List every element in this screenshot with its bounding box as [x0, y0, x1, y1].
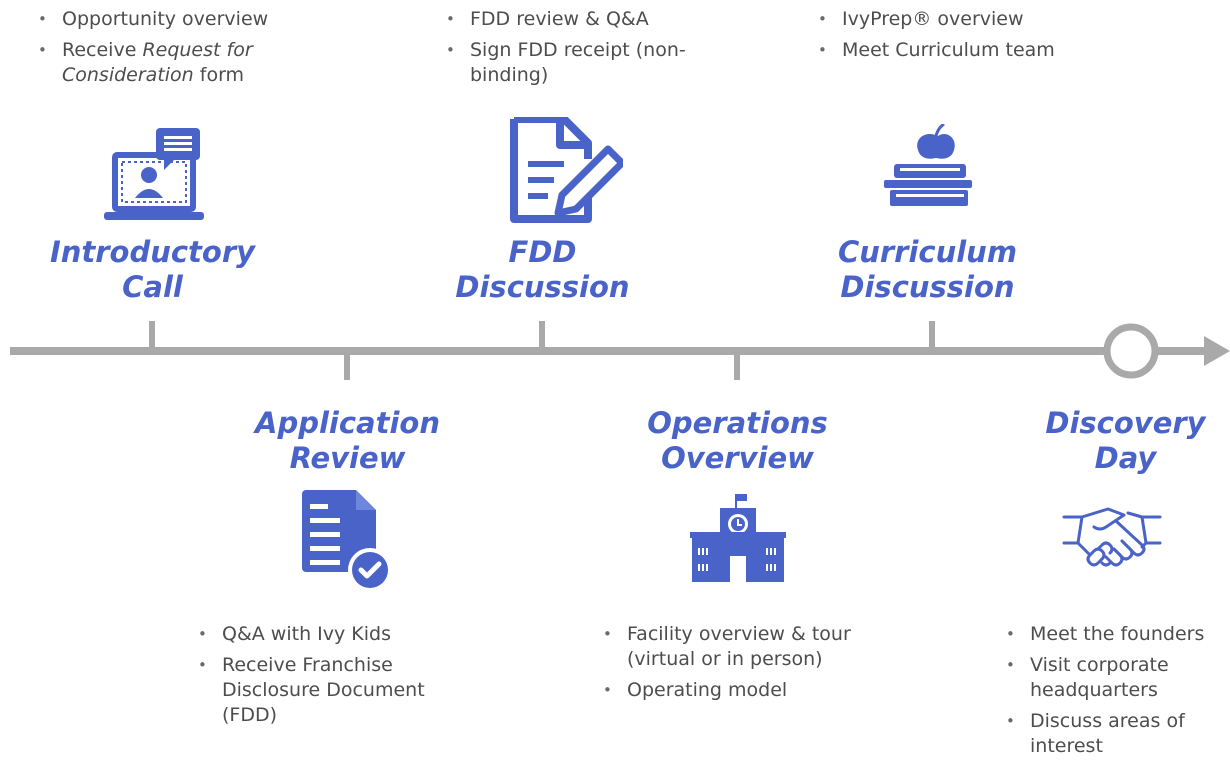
- bullet: Facility overview & tour (virtual or in …: [601, 622, 911, 672]
- bullet: Q&A with Ivy Kids: [196, 622, 476, 647]
- bullet: Receive Request for Consideration form: [36, 38, 336, 88]
- bullet: Opportunity overview: [36, 7, 336, 32]
- timeline-arrowhead: [1204, 336, 1230, 366]
- bullet: IvyPrep® overview: [816, 7, 1116, 32]
- video-call-icon: [104, 128, 214, 236]
- introductory-call-bullets: Opportunity overview Receive Request for…: [36, 7, 336, 94]
- bullet: Visit corporate headquarters: [1004, 653, 1230, 703]
- curriculum-discussion-bullets: IvyPrep® overview Meet Curriculum team: [816, 7, 1116, 69]
- bullet: Sign FDD receipt (non-binding): [444, 38, 694, 88]
- books-apple-icon: [880, 122, 976, 210]
- handshake-icon: [1062, 503, 1162, 579]
- bullet: Operating model: [601, 678, 911, 703]
- bullet: FDD review & Q&A: [444, 7, 694, 32]
- timeline-end-circle: [1103, 323, 1159, 379]
- bullet: Meet the founders: [1004, 622, 1230, 647]
- bullet: Discuss areas of interest: [1004, 709, 1230, 759]
- document-check-icon: [302, 490, 396, 598]
- fdd-discussion-bullets: FDD review & Q&A Sign FDD receipt (non-b…: [444, 7, 694, 94]
- discovery-day-bullets: Meet the founders Visit corporate headqu…: [1004, 622, 1230, 765]
- bullet: Receive Franchise Disclosure Document (F…: [196, 653, 476, 728]
- operations-overview-bullets: Facility overview & tour (virtual or in …: [601, 622, 911, 709]
- school-building-icon: [690, 494, 786, 586]
- bullet: Meet Curriculum team: [816, 38, 1116, 63]
- document-edit-icon: [508, 115, 626, 233]
- application-review-bullets: Q&A with Ivy Kids Receive Franchise Disc…: [196, 622, 476, 734]
